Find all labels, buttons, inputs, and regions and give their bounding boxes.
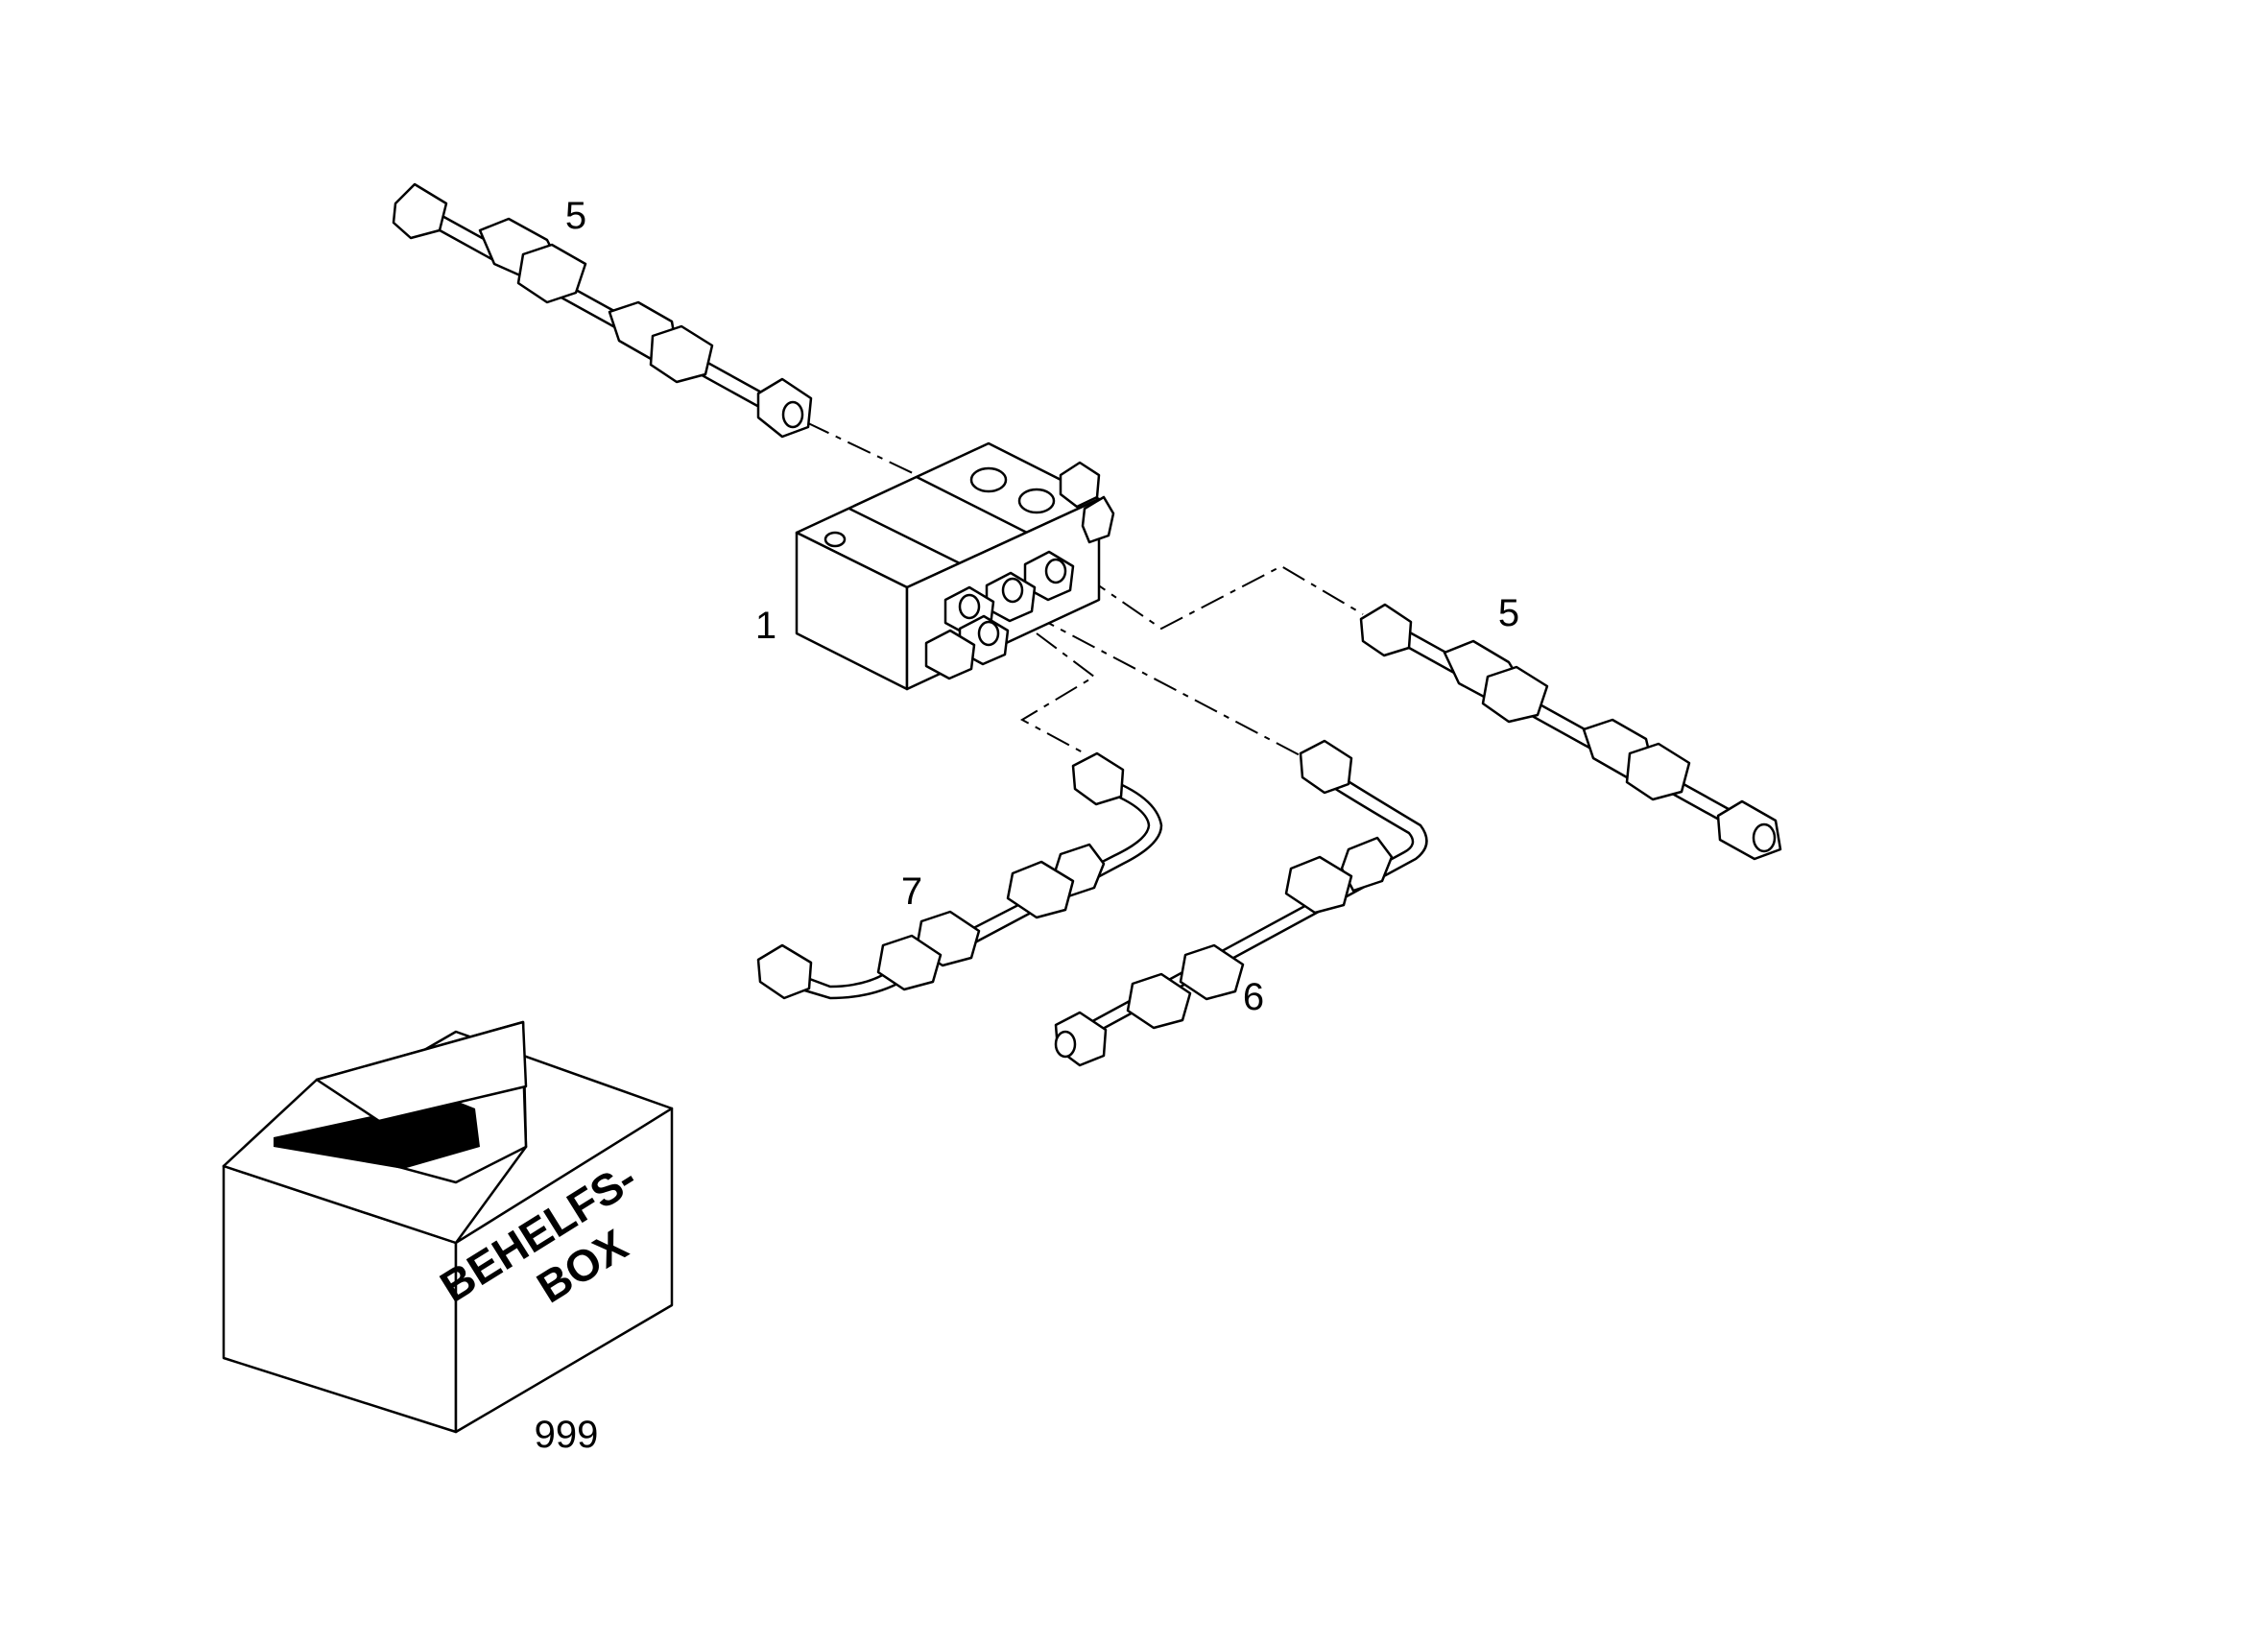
pipe-assembly-upper-left bbox=[392, 182, 813, 439]
pipe-assembly-bent-left bbox=[756, 751, 1163, 1000]
callout-pipe-bent-left: 7 bbox=[901, 870, 922, 913]
valve-block bbox=[795, 441, 1115, 691]
callout-valve-block: 1 bbox=[755, 605, 776, 647]
callout-pipe-upper-left: 5 bbox=[565, 195, 586, 237]
callout-box: 999 bbox=[535, 1414, 599, 1456]
callout-pipe-right: 5 bbox=[1498, 592, 1519, 634]
callout-pipe-bent-right: 6 bbox=[1243, 976, 1264, 1018]
cardboard-box: BEHELFS- BOX bbox=[222, 1020, 674, 1434]
pipe-assembly-right bbox=[1359, 603, 1782, 861]
pipe-assembly-bent-right bbox=[1054, 739, 1428, 1067]
